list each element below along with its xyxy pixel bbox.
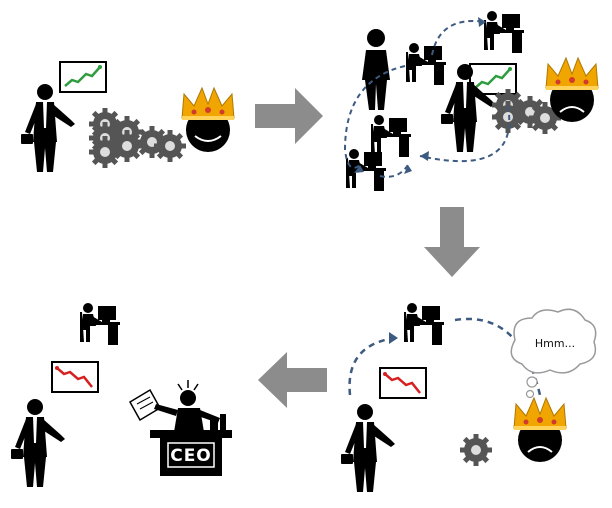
chart-down-icon (50, 360, 100, 394)
arrow-down-icon (424, 207, 480, 277)
businessman-icon (11, 399, 65, 487)
desk-label: CEO (170, 446, 212, 466)
worker-icon (346, 149, 386, 191)
standing-man-icon (362, 29, 390, 110)
dashed-flow-arrows (348, 317, 542, 396)
arrowhead-icons (354, 17, 486, 174)
chart-up-icon (58, 60, 108, 94)
businessman-icon (341, 404, 395, 492)
worker-icon (406, 43, 446, 85)
panel-bottom-left: CEO (11, 303, 232, 487)
arrow-left-icon (258, 352, 327, 408)
panel-top-left (21, 60, 235, 172)
thought-bubble: Hmm... (510, 308, 597, 399)
worker-icon (404, 303, 444, 345)
worker-icon (484, 11, 524, 53)
worker-icon (371, 115, 411, 157)
thought-text: Hmm... (535, 337, 575, 350)
panel-top-right (343, 11, 599, 191)
gear-stack-icon (89, 108, 186, 168)
worker-icon (80, 303, 120, 345)
gear-icon (460, 434, 492, 466)
businessman-icon (21, 84, 75, 172)
panel-bottom-right: Hmm... (341, 303, 597, 492)
arrow-right-icon (255, 88, 323, 144)
dashed-flow-arrows (343, 20, 511, 178)
king-sad-icon (513, 397, 567, 463)
king-happy-icon (181, 87, 235, 153)
arrowhead-icon (389, 332, 398, 344)
ceo-figure-icon: CEO (128, 380, 232, 476)
chart-down-icon (378, 366, 428, 400)
